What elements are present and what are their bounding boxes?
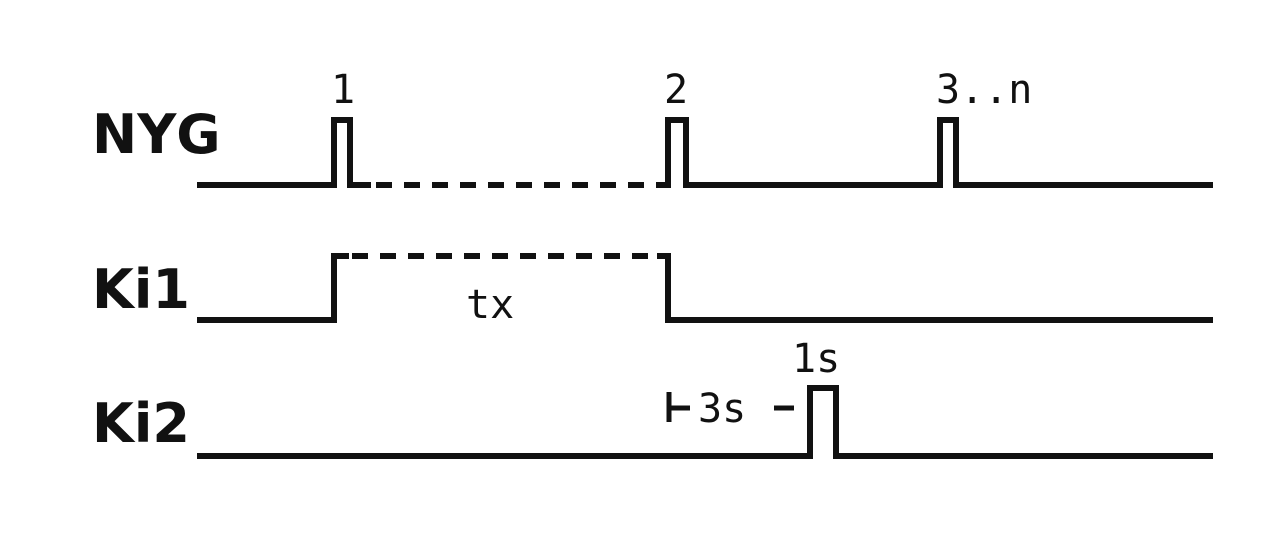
ki1-waveform-fall [657,253,1213,323]
nyg-waveform-segment-1 [197,117,371,188]
tx-annotation: tx [466,282,514,328]
ki1-waveform-low-left [197,253,349,323]
signal-label-ki1: Ki1 [92,258,190,321]
signal-label-nyg: NYG [92,103,221,166]
pulse-label-2: 2 [664,67,688,113]
signal-label-ki2: Ki2 [92,392,190,455]
pulse-label-1: 1 [331,67,355,113]
pulse-label-3n: 3..n [936,67,1032,113]
pulse-width-annotation: 1s [792,336,840,382]
delay-annotation: 3s [698,386,746,432]
nyg-waveform-segment-2 [657,117,1213,188]
ki2-waveform [197,385,1213,459]
